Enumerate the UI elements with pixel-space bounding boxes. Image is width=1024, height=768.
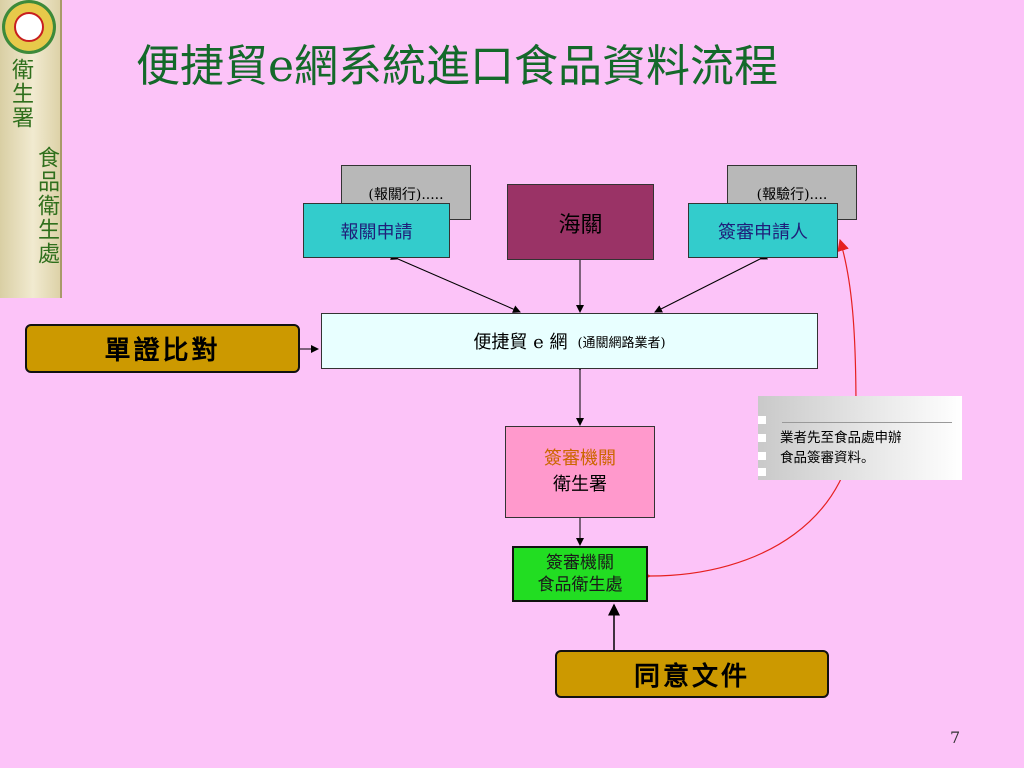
applicant-box: 簽審申請人 (688, 203, 838, 258)
arrow-applicant-ebiz (654, 252, 769, 313)
agency-label: 簽審機關 (544, 448, 616, 469)
note-text: 業者先至食品處申辦 食品簽審資料。 (780, 428, 956, 468)
ebiz-sub-label: (通關網路業者) (577, 335, 666, 351)
consent-document-button: 同意文件 (555, 650, 829, 698)
customs-box: 海關 (507, 184, 654, 260)
agency-name: 衛生署 (553, 474, 607, 495)
agency-doh-box: 簽審機關 衛生署 (505, 426, 655, 518)
ebiz-network-box: 便捷貿 e 網 (通關網路業者) (321, 313, 818, 369)
food-bureau-box: 簽審機關 食品衛生處 (512, 546, 648, 602)
note-callout: 業者先至食品處申辦 食品簽審資料。 (758, 396, 962, 480)
page-title: 便捷貿e網系統進口食品資料流程 (136, 41, 779, 92)
note-line-2: 食品簽審資料。 (780, 450, 875, 466)
food-agency-label: 簽審機關 (546, 553, 614, 573)
sidebar-logo-panel: 衛生署 食品衛生處 (0, 0, 62, 298)
page-number: 7 (950, 728, 961, 747)
note-line-1: 業者先至食品處申辦 (780, 430, 902, 446)
document-compare-button: 單證比對 (25, 324, 300, 373)
broker-apply-box: 報關申請 (303, 203, 450, 258)
dept-vertical-label: 衛生署 (8, 58, 33, 130)
food-agency-name: 食品衛生處 (537, 575, 623, 595)
arrow-broker-ebiz (389, 252, 521, 313)
department-seal-icon (2, 0, 56, 54)
ebiz-main-label: 便捷貿 e 網 (473, 332, 568, 353)
bureau-vertical-label: 食品衛生處 (34, 146, 59, 266)
